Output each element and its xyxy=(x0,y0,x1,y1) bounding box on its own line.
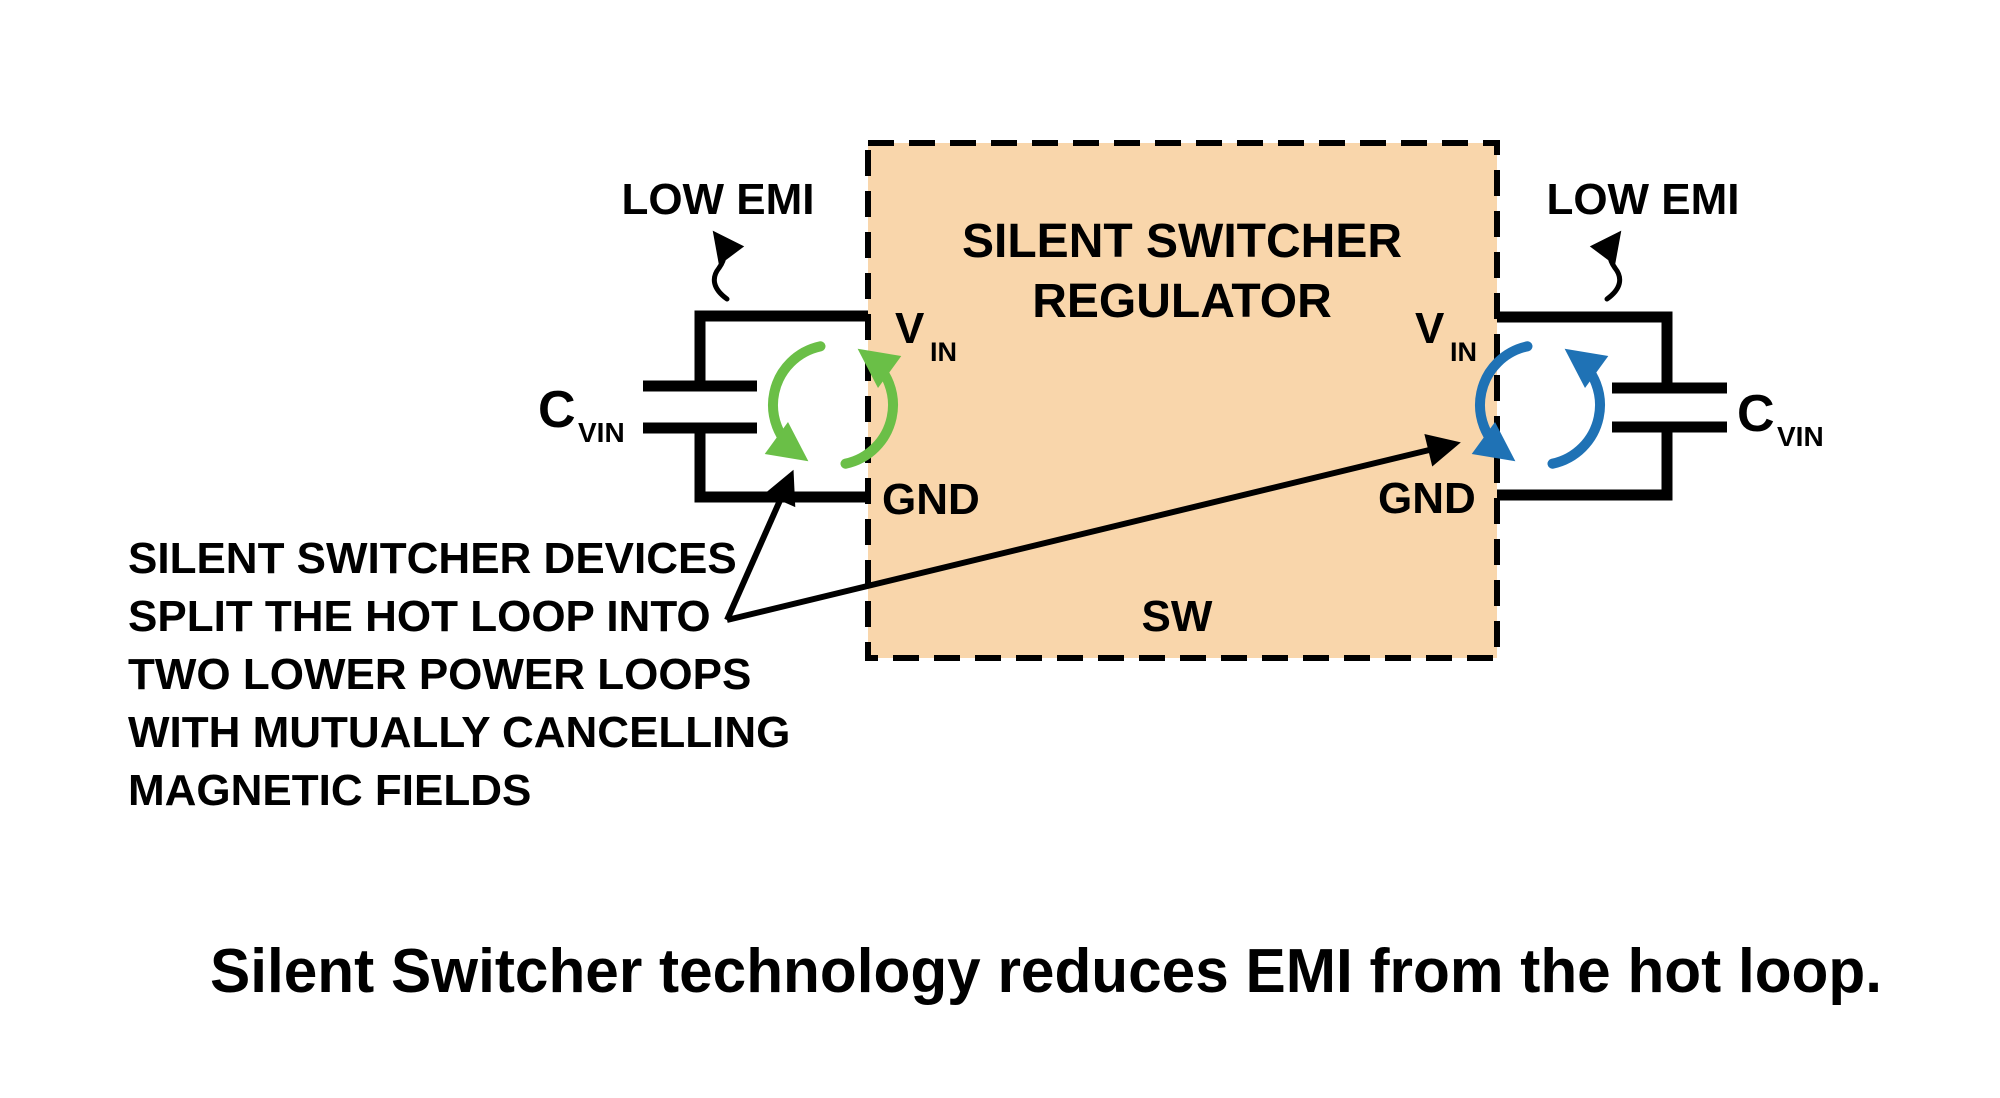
pin-label-vin-right-subscript: IN xyxy=(1450,337,1477,367)
annotation-arrow-to-green-loop xyxy=(724,469,796,622)
annotation-line-5: MAGNETIC FIELDS xyxy=(128,766,531,815)
capacitor-label-left-subscript: VIN xyxy=(578,417,625,448)
pin-label-vin-left: V xyxy=(895,304,925,353)
figure-caption: Silent Switcher technology reduces EMI f… xyxy=(210,937,1882,1006)
capacitor-label-right: C xyxy=(1737,385,1775,443)
pin-label-gnd-right: GND xyxy=(1378,474,1476,523)
pin-label-sw: SW xyxy=(1142,592,1213,641)
low-emi-label-left: LOW EMI xyxy=(621,175,814,224)
regulator-box xyxy=(865,140,1500,661)
pin-label-gnd-left: GND xyxy=(882,475,980,524)
capacitor-label-right-subscript: VIN xyxy=(1777,421,1824,452)
green-loop-arc-right xyxy=(840,348,902,469)
green-loop-arc-left xyxy=(764,341,826,462)
annotation-line-3: TWO LOWER POWER LOOPS xyxy=(128,650,751,699)
pin-label-vin-right: V xyxy=(1415,304,1445,353)
annotation-line-2: SPLIT THE HOT LOOP INTO xyxy=(128,592,711,641)
wire-right-bottom xyxy=(1497,429,1673,501)
wire-right-top xyxy=(1497,311,1673,385)
regulator-title-line2: REGULATOR xyxy=(1032,275,1332,328)
blue-loop-arc-left xyxy=(1471,341,1533,462)
capacitor-label-left: C xyxy=(538,381,576,439)
annotation-line-4: WITH MUTUALLY CANCELLING xyxy=(128,708,790,757)
pin-label-vin-left-subscript: IN xyxy=(930,337,957,367)
blue-loop-arc-right xyxy=(1547,348,1609,469)
wire-left-top xyxy=(694,310,868,384)
emi-radiation-arrow-left xyxy=(711,230,745,302)
wire-left-bottom xyxy=(694,430,868,503)
emi-radiation-arrow-right xyxy=(1589,230,1623,302)
low-emi-label-right: LOW EMI xyxy=(1546,175,1739,224)
regulator-title-line1: SILENT SWITCHER xyxy=(962,215,1402,268)
annotation-line-1: SILENT SWITCHER DEVICES xyxy=(128,534,737,583)
annotation-arrow-to-blue-loop xyxy=(726,433,1461,623)
